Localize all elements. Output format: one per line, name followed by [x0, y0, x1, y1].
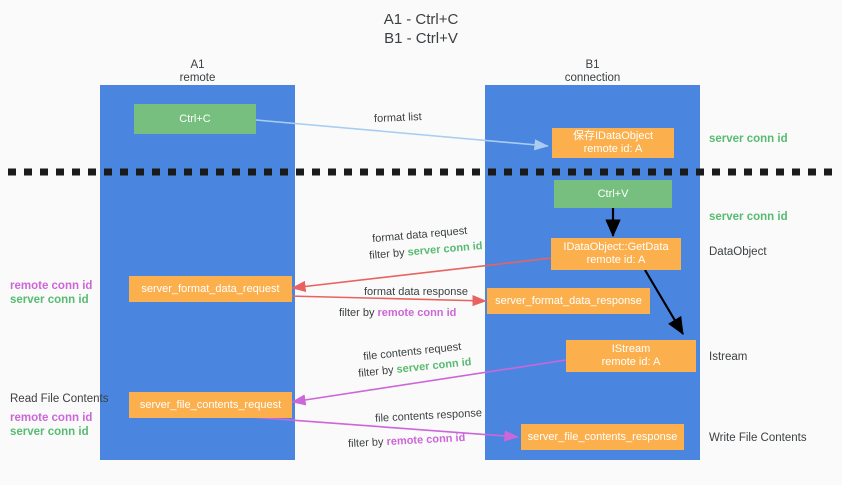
label-write-file-contents: Write File Contents	[709, 432, 807, 444]
node-server-file-contents-response-label: server_file_contents_response	[527, 430, 678, 443]
node-save-dataobject[interactable]: 保存IDataObject remote id: A	[552, 128, 674, 158]
node-server-format-data-request-label: server_format_data_request	[141, 282, 280, 295]
column-header-a1: A1 remote	[100, 59, 295, 85]
label-server-conn-id-mid: server conn id	[709, 211, 788, 223]
label-read-file-contents: Read File Contents	[10, 393, 109, 405]
filter-key-remote-conn-id: remote conn id	[377, 307, 457, 319]
edge-label-file-contents-response-line1: file contents response	[374, 407, 483, 425]
node-ctrl-c[interactable]: Ctrl+C	[134, 104, 256, 134]
page-title: A1 - Ctrl+C B1 - Ctrl+V	[0, 10, 842, 48]
node-istream[interactable]: IStream remote id: A	[566, 340, 696, 372]
node-server-file-contents-request-label: server_file_contents_request	[139, 398, 282, 411]
node-istream-line1: IStream	[611, 343, 651, 355]
node-ctrl-v-label: Ctrl+V	[597, 187, 629, 200]
label-server-conn-id-2: server conn id	[10, 426, 89, 438]
label-dataobject: DataObject	[709, 246, 767, 258]
filter-key-server-conn-id: server conn id	[407, 240, 484, 259]
label-server-conn-id-top: server conn id	[709, 133, 788, 145]
title-line-1: A1 - Ctrl+C	[383, 11, 459, 28]
label-remote-conn-id-2: remote conn id	[10, 412, 93, 424]
filter-key-remote-conn-id: remote conn id	[386, 431, 466, 449]
label-server-conn-id-1: server conn id	[10, 294, 89, 306]
column-header-b1: B1 connection	[485, 59, 700, 85]
label-remote-conn-id-1: remote conn id	[10, 280, 93, 292]
filter-prefix: filter by	[368, 246, 409, 262]
node-ctrl-v[interactable]: Ctrl+V	[554, 180, 672, 208]
node-server-file-contents-response[interactable]: server_file_contents_response	[521, 424, 684, 450]
node-ctrl-c-label: Ctrl+C	[179, 112, 211, 125]
node-idataobject-getdata-line2: remote id: A	[586, 254, 646, 266]
filter-prefix: filter by	[347, 436, 387, 451]
node-idataobject-getdata-line1: IDataObject::GetData	[563, 241, 669, 253]
node-save-dataobject-line2: remote id: A	[583, 143, 643, 155]
filter-prefix: filter by	[357, 363, 398, 380]
edge-label-format-list: format list	[373, 110, 422, 126]
node-server-format-data-response[interactable]: server_format_data_response	[487, 288, 650, 314]
node-server-format-data-response-label: server_format_data_response	[495, 294, 642, 307]
column-a1-name: A1	[190, 59, 205, 71]
node-idataobject-getdata[interactable]: IDataObject::GetData remote id: A	[551, 238, 681, 270]
node-save-dataobject-line1: 保存IDataObject	[572, 130, 654, 142]
node-istream-line2: remote id: A	[601, 356, 661, 368]
node-server-file-contents-request[interactable]: server_file_contents_request	[129, 392, 292, 418]
edge-label-file-contents-response-filter: filter by remote conn id	[348, 431, 466, 451]
column-b1-name: B1	[585, 59, 600, 71]
node-server-format-data-request[interactable]: server_format_data_request	[129, 276, 292, 302]
filter-prefix: filter by	[339, 307, 378, 319]
edge-label-format-data-response-line1: format data response	[364, 286, 468, 298]
edge-label-format-data-response-filter: filter by remote conn id	[339, 306, 456, 320]
column-a1-sub: remote	[179, 72, 216, 84]
title-line-2: B1 - Ctrl+V	[384, 30, 458, 47]
label-istream: Istream	[709, 351, 748, 363]
column-b1-sub: connection	[564, 72, 621, 84]
